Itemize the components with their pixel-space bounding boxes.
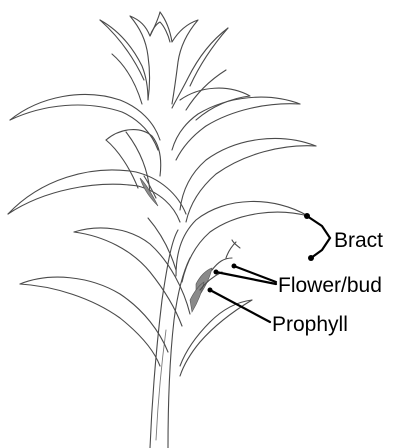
stem xyxy=(150,230,190,448)
apical-bracts xyxy=(100,12,228,110)
upper-bracts xyxy=(10,88,300,188)
middle-bracts xyxy=(8,132,316,222)
prophyll-leader xyxy=(210,290,270,322)
prophyll-label: Prophyll xyxy=(272,313,348,336)
bract-leader xyxy=(307,216,330,258)
flower-bud-label: Flower/bud xyxy=(278,274,382,297)
bract-label: Bract xyxy=(334,229,383,252)
leader-lines xyxy=(208,213,331,322)
